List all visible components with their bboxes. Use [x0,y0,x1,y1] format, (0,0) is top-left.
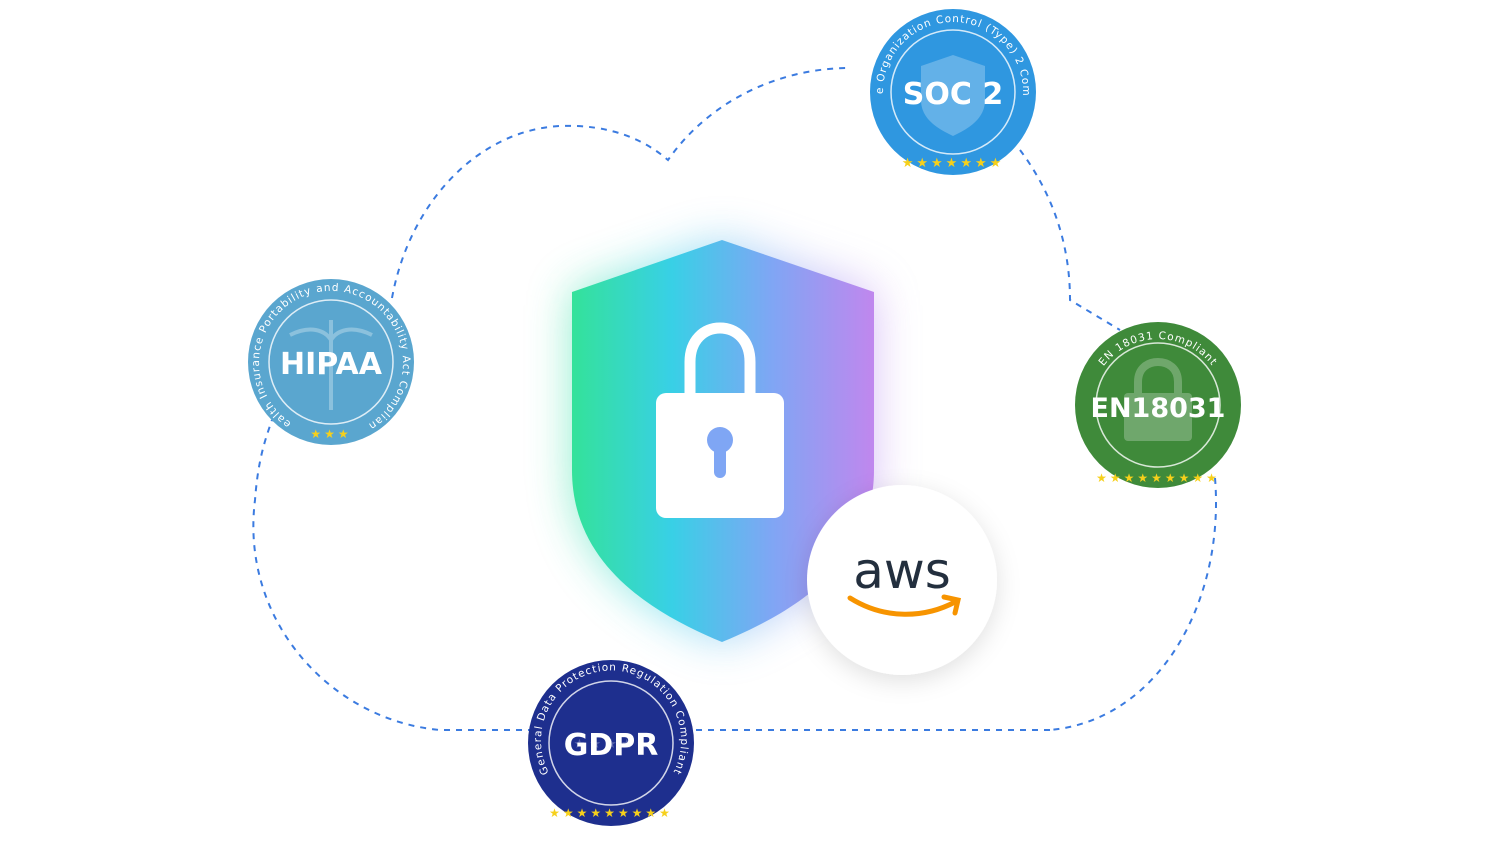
soc2-ring-text: Service Organization Control (Type) 2 Co… [0,0,1031,97]
hipaa-title: HIPAA [280,347,383,382]
en18031-title: EN18031 [1091,393,1226,424]
star-icons: ★★★ [310,427,351,441]
cloud-outline [252,67,1217,731]
amazon-smile-arrow-icon [847,594,962,617]
aws-logo-badge: aws [807,485,997,675]
soc2-badge: SOC 2 Service Organization Control (Type… [0,0,1036,175]
padlock-icon [1124,357,1192,441]
gdpr-badge: ★ ★ ★ ★ ★ GDPR General Data Protection R… [528,660,694,826]
security-shield [572,240,874,642]
padlock-icon [656,322,784,518]
eu-stars-icon: ★ ★ ★ ★ ★ [574,737,649,752]
caduceus-icon [289,320,373,410]
soc2-title: SOC 2 [903,77,1003,112]
star-icons: ★★★★★★★ [902,156,1005,171]
shield-icon [921,55,985,136]
gdpr-title: GDPR [564,728,659,763]
svg-text:Service Organization Control (: Service Organization Control (Type) 2 Co… [0,0,1032,97]
hipaa-badge: HIPAA Health Insurance Portability and A… [0,0,414,445]
aws-logo-text: aws [853,542,951,600]
star-icons: ★★★★★★★★★ [1096,471,1220,485]
star-icons: ★★★★★★★★★ [549,806,673,820]
en18031-badge: EN18031 EN 18031 Compliant ★★★★★★★★★ [1075,322,1241,488]
